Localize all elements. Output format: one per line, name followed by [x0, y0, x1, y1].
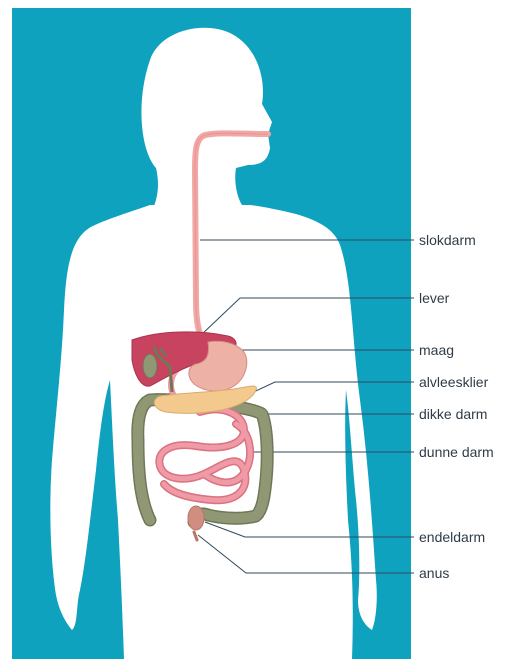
label-slokdarm: slokdarm	[419, 232, 476, 248]
label-lever: lever	[419, 290, 449, 306]
label-maag: maag	[419, 342, 454, 358]
gallbladder	[143, 354, 157, 378]
label-dikke-darm: dikke darm	[419, 406, 487, 422]
label-dunne-darm: dunne darm	[419, 444, 494, 460]
label-anus: anus	[419, 565, 449, 581]
label-alvleesklier: alvleesklier	[419, 374, 488, 390]
label-endeldarm: endeldarm	[419, 529, 485, 545]
